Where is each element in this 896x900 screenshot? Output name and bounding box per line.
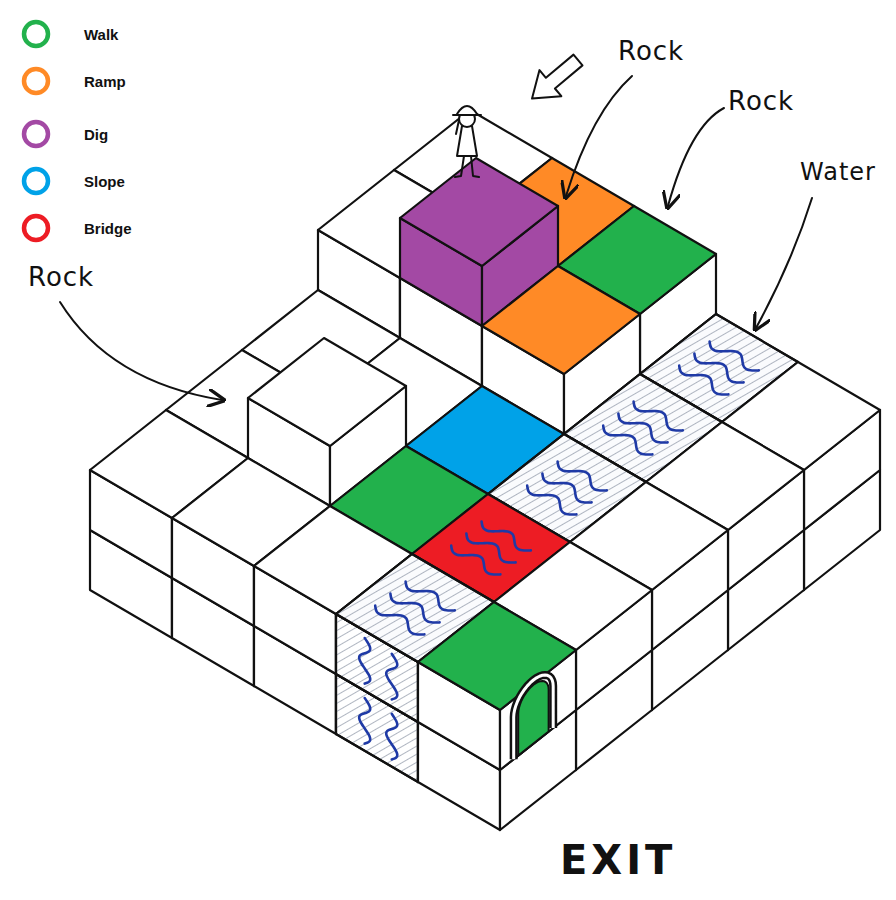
exit-arch-inner xyxy=(514,675,554,759)
exit-doorway xyxy=(518,681,548,756)
water-wave xyxy=(390,594,439,623)
callout-label: Rock xyxy=(728,86,794,117)
legend-entry: Ramp xyxy=(18,63,126,99)
character-hair xyxy=(456,120,459,134)
level-block xyxy=(418,602,576,770)
exit-label: EXIT xyxy=(560,836,676,884)
water-wave xyxy=(482,522,531,551)
direction-arrow xyxy=(521,47,589,112)
exit-arch xyxy=(514,675,554,759)
leader-lines xyxy=(60,76,812,400)
legend-entry: Slope xyxy=(18,163,125,199)
legend-entry: Dig xyxy=(18,116,108,152)
water-wave xyxy=(558,462,607,491)
character-body xyxy=(457,126,477,156)
legend-swatch-box xyxy=(18,63,54,99)
tile-top xyxy=(248,338,406,446)
legend-entry: Bridge xyxy=(18,210,132,246)
legend-swatch-box xyxy=(18,116,54,152)
water-wave xyxy=(694,354,743,383)
legend-swatch-box xyxy=(18,210,54,246)
water-wave xyxy=(386,654,397,700)
legend-swatch xyxy=(24,22,48,46)
water-wave xyxy=(359,638,370,684)
leader-arrow xyxy=(60,302,222,400)
water-wave xyxy=(634,402,683,431)
level-blocks xyxy=(90,110,880,830)
legend-swatch xyxy=(24,169,48,193)
legend-swatch xyxy=(24,122,48,146)
legend-entry: Walk xyxy=(18,16,118,52)
water-wave xyxy=(386,714,397,760)
character-leg xyxy=(471,156,479,177)
player-character xyxy=(453,106,481,177)
callout-label: Rock xyxy=(28,262,94,293)
legend-swatch xyxy=(24,216,48,240)
tile-top xyxy=(482,266,640,374)
water-wave xyxy=(466,534,515,563)
water-wave xyxy=(451,546,500,575)
character-leg xyxy=(455,156,464,177)
character-hat xyxy=(457,106,477,114)
tile-top xyxy=(400,158,558,266)
leader-arrow xyxy=(566,76,632,196)
legend-swatch xyxy=(24,69,48,93)
legend-text: Ramp xyxy=(84,73,126,90)
leader-arrow xyxy=(756,198,812,328)
legend-text: Slope xyxy=(84,173,125,190)
water-wave xyxy=(618,414,667,443)
legend-text: Dig xyxy=(84,126,108,143)
legend-text: Walk xyxy=(84,26,118,43)
direction-arrow-shape xyxy=(521,47,589,112)
legend-swatch-box xyxy=(18,16,54,52)
water-wave xyxy=(679,366,728,395)
water-wave xyxy=(542,474,591,503)
callout-label: Water xyxy=(800,158,876,187)
water-wave xyxy=(406,582,455,611)
leader-arrow xyxy=(668,108,724,206)
legend-swatch-box xyxy=(18,163,54,199)
water-wave xyxy=(527,486,576,515)
water-wave xyxy=(359,698,370,744)
water-wave xyxy=(710,342,759,371)
legend-text: Bridge xyxy=(84,220,132,237)
character-hat-brim xyxy=(453,114,481,116)
callout-label: Rock xyxy=(618,36,684,67)
water-wave xyxy=(375,606,424,635)
water-wave xyxy=(603,426,652,455)
